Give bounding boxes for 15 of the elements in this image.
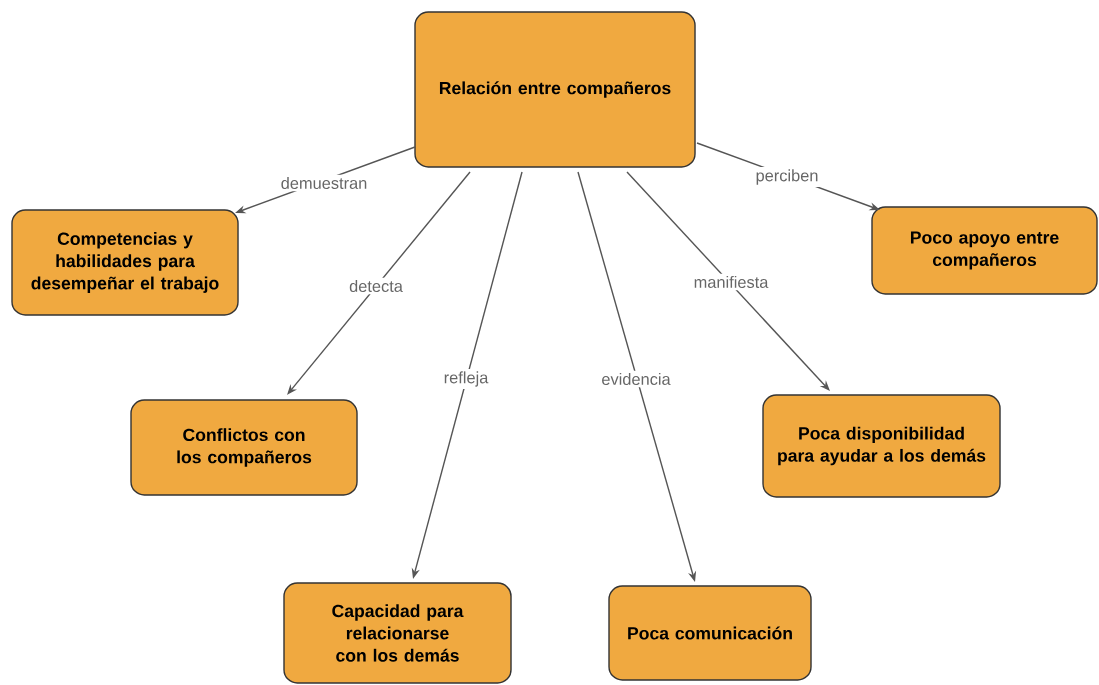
concept-box: Conflictos con los compañeros <box>130 399 358 496</box>
concept-box: Relación entre compañeros <box>414 11 696 168</box>
concept-box: Competencias y habilidades para desempeñar el trabajo <box>11 209 239 316</box>
arrow <box>626 171 830 391</box>
concept-box: Poca comunicación <box>608 585 812 681</box>
edge-label: demuestran <box>278 174 370 192</box>
concept-box: Poco apoyo entre compañeros <box>871 206 1098 295</box>
edge-label: manifiesta <box>691 273 771 291</box>
concept-box: Poca disponibilidad para ayudar a los demás <box>762 394 1001 498</box>
edge-label: perciben <box>753 167 821 187</box>
edge-label: refleja <box>441 369 491 389</box>
edge-label: detecta <box>346 277 406 295</box>
edge-label: evidencia <box>599 370 673 388</box>
concept-box: Capacidad para relacionarse con los demás <box>283 582 512 684</box>
arrow <box>287 171 471 395</box>
